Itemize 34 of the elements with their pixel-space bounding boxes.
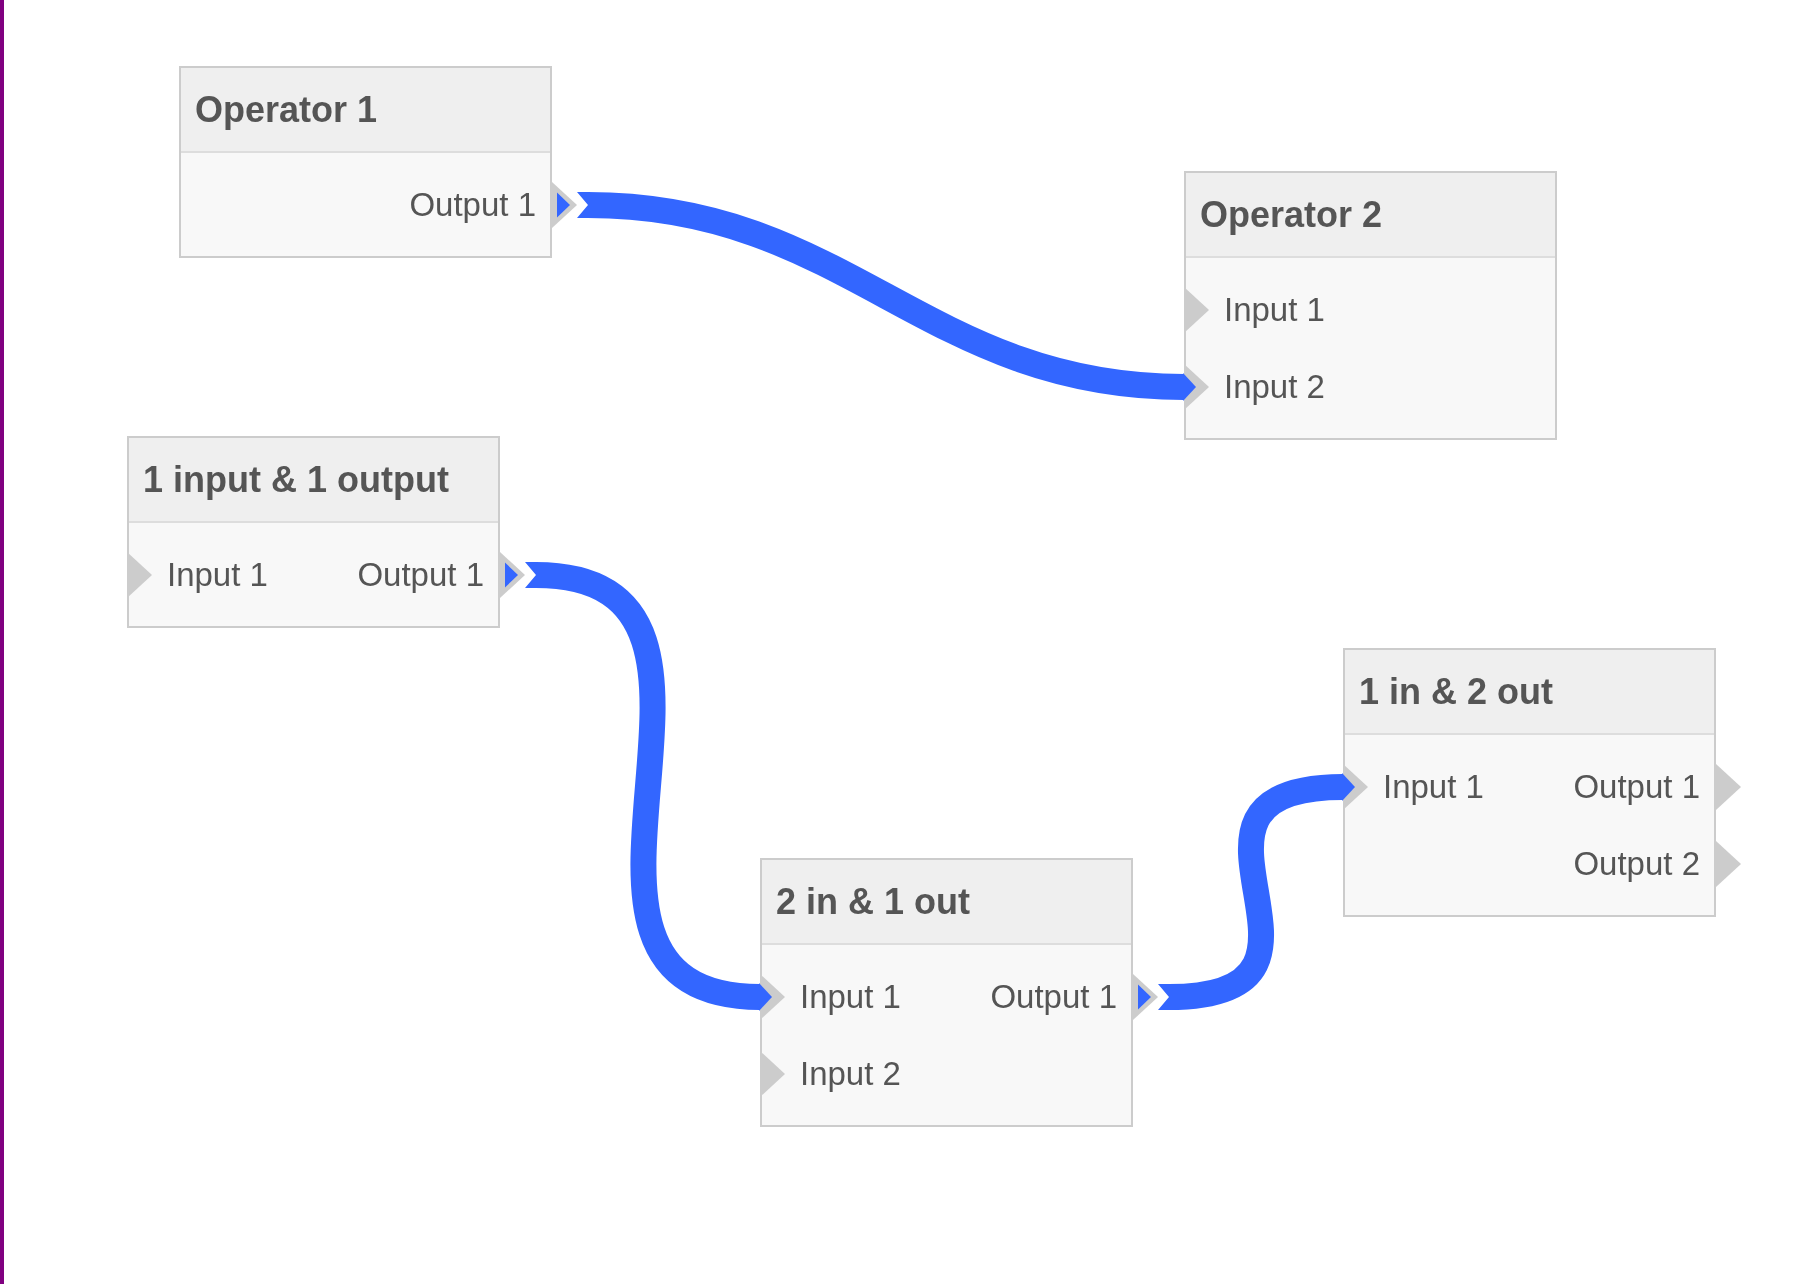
operator-title: 1 in & 2 out [1359, 670, 1553, 714]
operator-box [179, 66, 552, 258]
operator-title: 1 input & 1 output [143, 458, 449, 502]
port-triangle [1133, 974, 1158, 1020]
port-label: Input 1 [800, 978, 901, 1016]
operator-box [1184, 171, 1557, 440]
port-label: Output 1 [990, 978, 1117, 1016]
port-triangle [552, 182, 577, 228]
port-triangle [1716, 764, 1741, 810]
connector-arrow [1136, 773, 1355, 1013]
port-label: Output 1 [357, 556, 484, 594]
operator-box [760, 858, 1133, 1127]
port-triangle [127, 552, 152, 598]
connector-arrow [556, 190, 1196, 401]
port-triangle [760, 1051, 785, 1097]
port-label: Input 1 [167, 556, 268, 594]
port-label: Input 2 [800, 1055, 901, 1093]
port-triangle [1184, 364, 1209, 410]
operator-title: 2 in & 1 out [776, 880, 970, 924]
port-triangle [1716, 841, 1741, 887]
port-label: Input 1 [1224, 291, 1325, 329]
port-label: Input 2 [1224, 368, 1325, 406]
port-triangle [760, 974, 785, 1020]
port-triangle [1184, 287, 1209, 333]
port-triangle [500, 552, 525, 598]
port-label: Output 1 [1573, 768, 1700, 806]
operator-title: Operator 2 [1200, 193, 1383, 237]
port-label: Output 1 [409, 186, 536, 224]
operator-box [1343, 648, 1716, 917]
operator-title: Operator 1 [195, 88, 378, 132]
port-label: Input 1 [1383, 768, 1484, 806]
operator-box [127, 436, 500, 628]
port-label: Output 2 [1573, 845, 1700, 883]
port-triangle [1343, 764, 1368, 810]
